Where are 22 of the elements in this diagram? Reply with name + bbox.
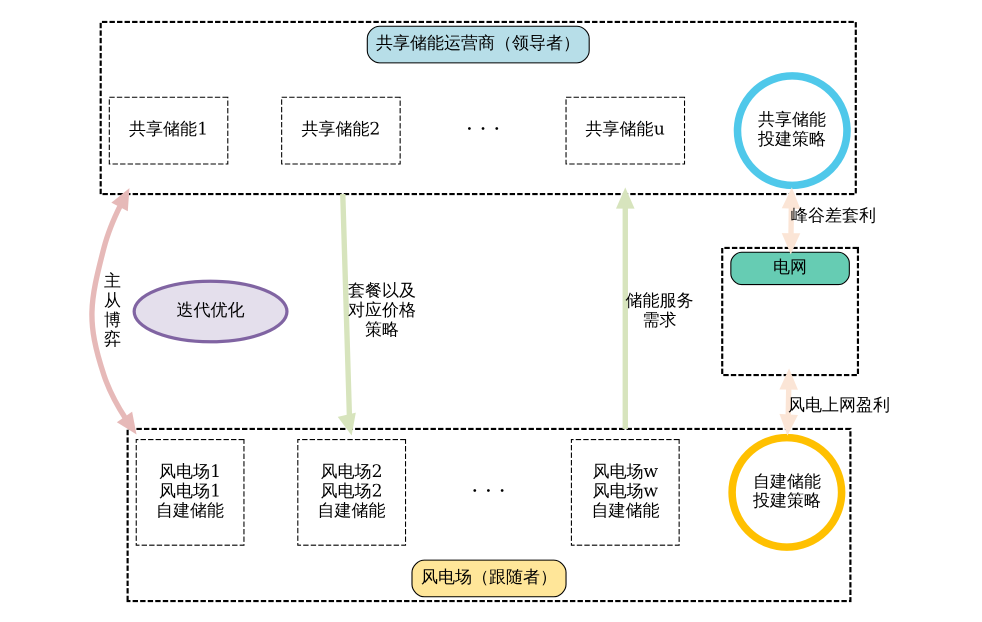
label: · · ·: [466, 116, 500, 142]
node-ellipse: 迭代优化: [132, 279, 289, 343]
node-box: 风电场2 风电场2自建储能: [297, 438, 406, 546]
node-circle: 共享储能投建策略: [734, 72, 851, 189]
node-box: 风电场1 风电场1自建储能: [136, 438, 244, 546]
edge-label: 风电上网盈利: [788, 394, 890, 415]
arrow: [338, 194, 356, 435]
node-box: 共享储能1: [108, 96, 228, 164]
edge-label: 主从博弈: [104, 271, 122, 350]
edge-label: 套餐以及对应价格策略: [348, 280, 416, 340]
arrow: [616, 186, 635, 428]
node-circle: 自建储能投建策略: [728, 433, 846, 550]
node-box: 共享储能u: [566, 96, 686, 164]
arrow: [89, 188, 137, 434]
node-box: 共享储能2: [281, 96, 401, 164]
edge-label: 峰谷差套利: [791, 205, 876, 226]
edge-label: 储能服务需求: [626, 290, 694, 330]
arrow: [779, 368, 798, 436]
label: · · ·: [471, 478, 506, 504]
node-box: 电网: [721, 246, 860, 376]
node-box: 风电场w 风电场w自建储能: [570, 438, 680, 546]
arrow: [782, 186, 800, 254]
